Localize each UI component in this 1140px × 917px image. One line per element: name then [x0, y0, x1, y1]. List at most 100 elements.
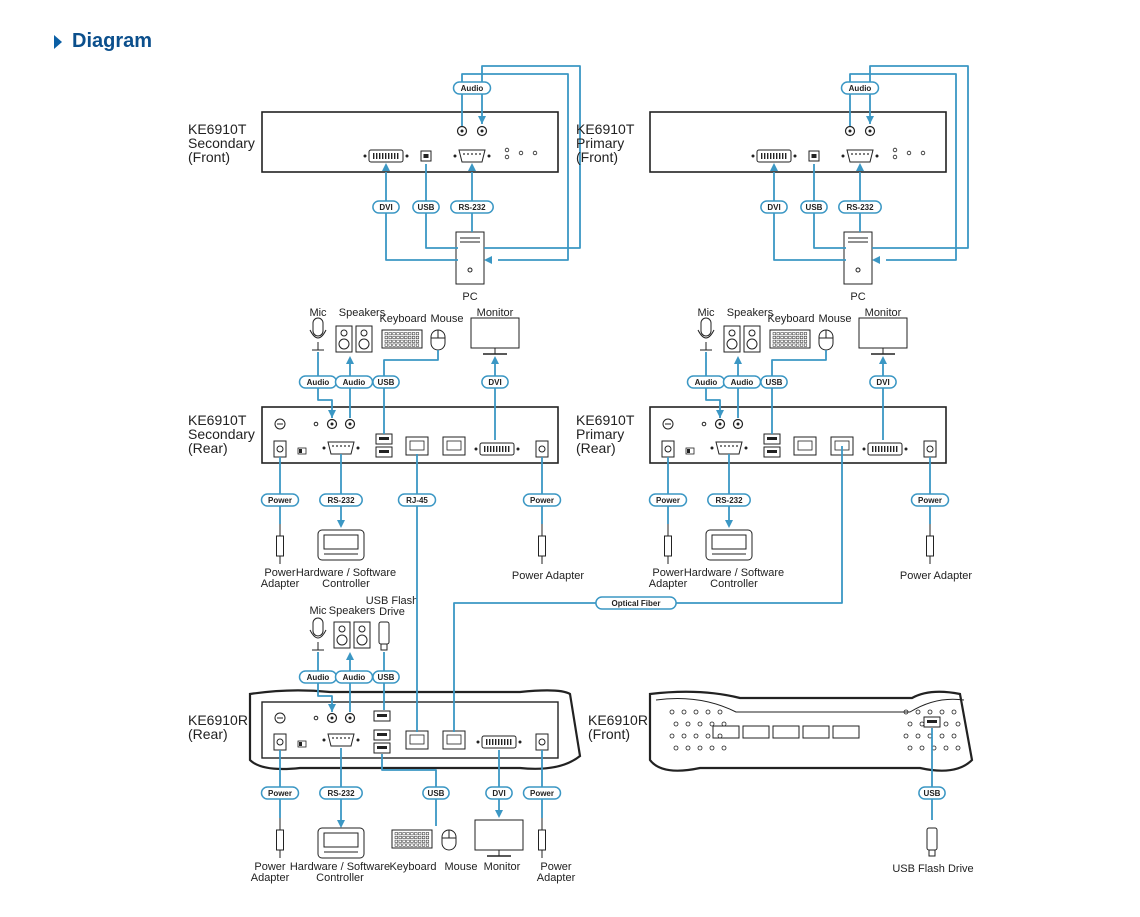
jack-core [718, 422, 722, 426]
key [415, 336, 420, 339]
pin [475, 153, 477, 155]
rs232-port-icon [327, 733, 355, 747]
led-icon [906, 150, 912, 156]
power-pin [276, 738, 284, 746]
usb-badge [760, 375, 788, 389]
key [404, 332, 408, 336]
dvi-badge [760, 200, 788, 214]
key [415, 339, 420, 343]
mic-label: Mic [309, 605, 327, 617]
dvi-pin [896, 446, 898, 452]
arrow-up-icon [856, 163, 864, 171]
led-window-icon [712, 725, 740, 739]
dvi-badge [372, 200, 400, 214]
receiver-front-label: (Front) [588, 726, 630, 742]
power-adapter-label: Power [652, 567, 684, 579]
speakers-label: Speakers [339, 307, 386, 319]
mic-arc [697, 329, 715, 339]
key [394, 839, 398, 843]
key [780, 339, 784, 343]
key [776, 339, 780, 343]
rj45-inner [797, 440, 813, 451]
key [800, 339, 804, 343]
rs232-label: RS-232 [327, 496, 355, 505]
cable-line [813, 164, 846, 249]
speaker-cone [358, 338, 370, 350]
speakers-label: Speakers [727, 307, 774, 319]
key [396, 332, 400, 336]
controller-icon [317, 827, 365, 859]
key [384, 332, 388, 336]
key [803, 332, 808, 336]
rj45-inner [446, 440, 462, 451]
key [800, 343, 804, 347]
key [402, 839, 406, 843]
dvi-pin [779, 153, 781, 159]
pc-button [855, 267, 861, 273]
key [404, 336, 408, 339]
dvi-pin [773, 153, 775, 159]
dvi-pin [875, 446, 877, 452]
dvi-pin [884, 446, 886, 452]
key [388, 336, 392, 339]
screw [453, 154, 457, 158]
audio-label: Audio [731, 378, 754, 387]
usb-tongue [377, 714, 387, 717]
key [414, 832, 418, 836]
key [776, 332, 780, 336]
rs232-badge [319, 786, 363, 800]
screw [474, 447, 478, 451]
rs232-label: RS-232 [846, 203, 874, 212]
dvi-pin [492, 739, 494, 745]
key [414, 836, 418, 839]
rs232-port-icon [715, 441, 743, 455]
jack-core [480, 129, 484, 133]
vent-hole [669, 709, 675, 715]
key [803, 343, 808, 347]
key [780, 343, 784, 347]
dvi-pin [770, 153, 772, 159]
receiver-rear-label: KE6910R [188, 712, 248, 728]
dvi-pin [878, 446, 880, 452]
dvi-pin [493, 446, 495, 452]
screw [322, 738, 326, 742]
primary-front-label: (Front) [576, 149, 618, 165]
speaker-cone [338, 625, 346, 633]
dvi-pin [376, 153, 378, 159]
key [792, 343, 796, 347]
rs232-badge [450, 200, 494, 214]
monitor-icon [470, 317, 520, 349]
pc-button [467, 267, 473, 273]
vent-hole [673, 721, 679, 727]
pin [724, 445, 726, 447]
screw [476, 740, 480, 744]
usb-tongue [379, 437, 389, 440]
key [418, 843, 422, 847]
key [410, 836, 414, 839]
optical-fiber-badge [595, 596, 677, 610]
key [780, 336, 784, 339]
vent-hole [717, 709, 723, 715]
key [425, 843, 430, 847]
speakers-label: Speakers [329, 605, 376, 617]
dvi-pin [890, 446, 892, 452]
controller-label: Hardware / Software [684, 567, 784, 579]
key [408, 343, 412, 347]
led-icon [504, 154, 510, 160]
usb-badge [918, 786, 946, 800]
key [410, 843, 414, 847]
mouse-label: Mouse [818, 313, 851, 325]
key [425, 839, 430, 843]
vent-hole [697, 745, 703, 751]
dvi-pin [487, 446, 489, 452]
power-adapter-icon [276, 829, 284, 851]
secondary-rear-label: KE6910T [188, 412, 247, 428]
jack-core [330, 422, 334, 426]
audio-label: Audio [695, 378, 718, 387]
rs232-badge [707, 493, 751, 507]
key [406, 843, 410, 847]
jack-core [848, 129, 852, 133]
dvi-pin [501, 739, 503, 745]
key [796, 343, 800, 347]
controller-label: Controller [322, 578, 370, 590]
